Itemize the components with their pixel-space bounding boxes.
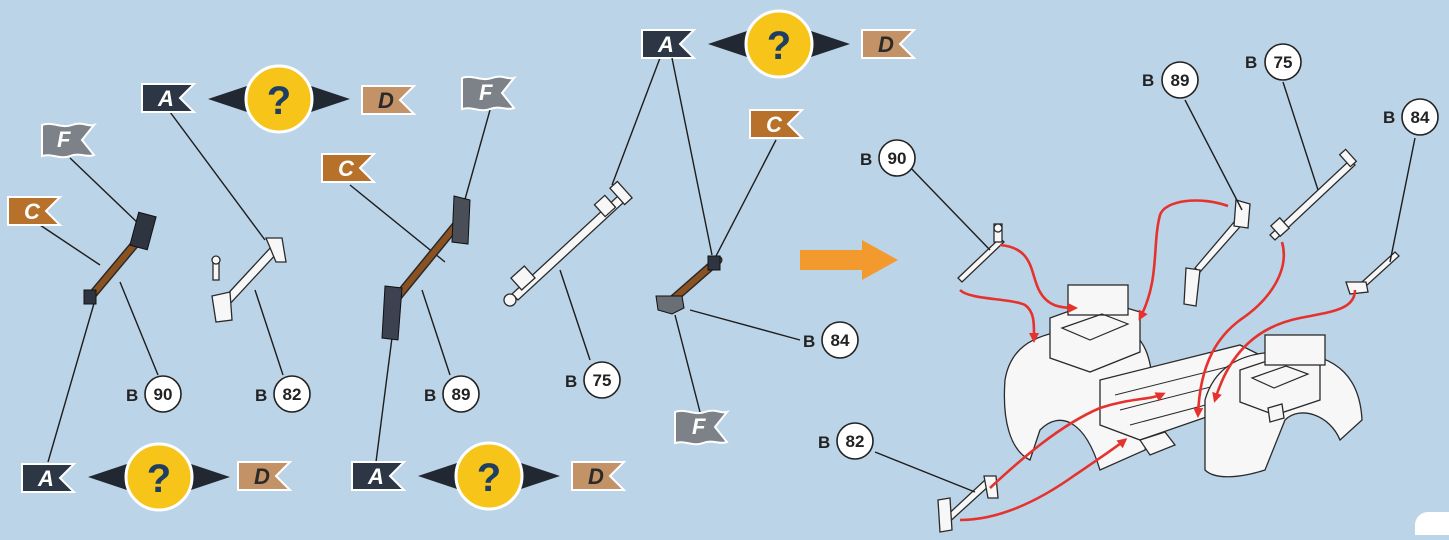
question-icon: ? [416,441,562,511]
flag-label: C [24,199,41,224]
part-84-group: C F B 84 [655,57,859,446]
part-prefix: B [1383,108,1395,127]
assembly-part-90: B 90 [860,139,1005,283]
flag-c-90: C [7,196,61,226]
part-prefix: B [1245,53,1257,72]
part-75-label: B 75 [565,361,621,399]
part-prefix: B [424,386,436,405]
part-prefix: B [1142,71,1154,90]
flag-d: D [861,29,915,59]
choice-row-4: A ? D [641,9,915,79]
part-84-label: B 84 [803,321,859,359]
assembly-part-89: B 89 [1142,61,1251,307]
part-number-82: 82 [283,385,302,404]
part-number-75: 75 [1274,53,1293,72]
choice-row-2: A ? D [141,64,415,134]
question-icon: ? [706,9,852,79]
flag-d: D [571,461,625,491]
flag-f-90: F [41,122,95,159]
part-number-90: 90 [888,149,907,168]
part-number-90: 90 [154,385,173,404]
arrow-right-icon [800,240,898,280]
flag-label: A [37,466,54,491]
choice-row-3: A ? D [351,441,625,511]
flag-label: D [588,464,604,489]
flag-d: D [237,461,291,491]
part-89-group: F C B 89 [321,75,515,463]
flag-label: D [378,88,394,113]
insertion-arrows [959,199,1357,522]
part-prefix: B [860,150,872,169]
part-prefix: B [565,372,577,391]
flag-label: F [57,127,71,152]
question-mark: ? [147,457,171,501]
part-75-group: B 75 [503,57,661,399]
part-82-group: B 82 [169,111,311,413]
flag-label: D [254,464,270,489]
assembly-part-84: B 84 [1345,98,1439,295]
question-mark: ? [767,24,791,68]
page-corner-tab [1415,512,1449,535]
question-mark: ? [267,79,291,123]
axle-89 [381,195,471,341]
lever-82 [211,237,287,323]
part-82-label: B 82 [255,375,311,413]
flag-label: C [338,156,355,181]
axle-84 [655,255,723,315]
question-icon: ? [206,64,352,134]
part-90-group: F C B 90 [7,122,182,463]
assembly-part-82: B 82 [818,422,999,533]
flag-label: A [157,86,174,111]
flag-f-89: F [461,75,515,112]
flag-a: A [351,461,405,491]
flag-d: D [361,85,415,115]
flag-label: A [367,464,384,489]
flag-a: A [641,29,695,59]
part-prefix: B [818,433,830,452]
flag-label: F [692,414,706,439]
part-prefix: B [255,386,267,405]
part-90-label: B 90 [126,375,182,413]
question-icon: ? [86,442,232,512]
flag-f-84: F [674,409,728,446]
assembly-part-75: B 75 [1245,43,1358,241]
part-number-84: 84 [1411,108,1430,127]
part-prefix: B [126,386,138,405]
flag-a: A [21,463,75,493]
axle-90 [83,211,157,305]
flag-label: C [766,112,783,137]
flag-a: A [141,83,195,113]
part-number-75: 75 [593,371,612,390]
flag-label: A [657,32,674,57]
flag-c-84: C [749,109,803,139]
flag-label: D [878,32,894,57]
flag-label: F [479,80,493,105]
choice-row-1: A ? D [21,442,291,512]
part-number-89: 89 [1171,71,1190,90]
part-number-89: 89 [452,385,471,404]
chassis-assembly-icon [1003,284,1363,478]
question-mark: ? [477,456,501,500]
part-prefix: B [803,332,815,351]
part-89-label: B 89 [424,375,480,413]
flag-c-89: C [321,153,375,183]
part-number-82: 82 [846,432,865,451]
shaft-75 [503,180,633,307]
part-number-84: 84 [831,331,850,350]
